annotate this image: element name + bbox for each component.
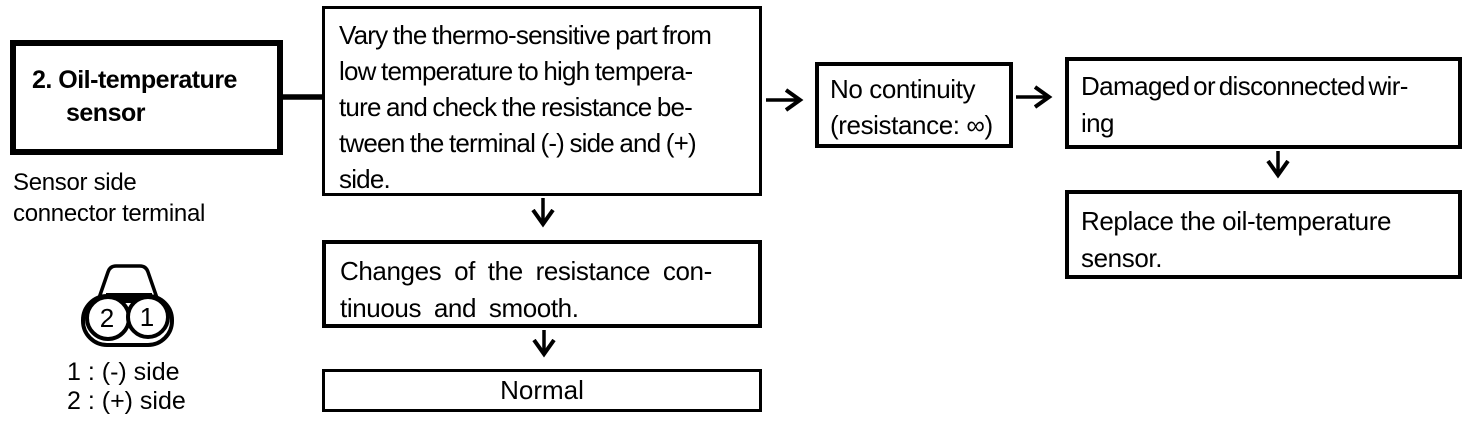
connector-pin-1-circle [126,295,170,339]
replace-sensor-box: Replace the oil-temperature sensor. [1065,190,1462,279]
component-title-box: 2. Oil-temperature sensor [10,40,283,155]
sensor-side-connector-note: Sensor side connector terminal [13,169,206,227]
connector-pin-2-label: 2 [100,303,114,333]
connector-keyway [106,293,152,303]
no-continuity-box: No continuity (resistance: ∞) [815,62,1013,148]
normal-result-box: Normal [322,369,762,412]
connector-pin-1-label: 1 [140,302,154,332]
connector-tab [97,264,159,299]
damaged-wiring-box: Damaged or disconnected wir- ing [1065,57,1462,149]
connector-pin-2-circle [85,295,131,341]
connector-body [81,294,174,347]
resistance-changes-box: Changes of the resistance con- tinuous a… [322,240,762,328]
connector-diagram: 2 1 [81,264,174,347]
test-instruction-box: Vary the thermo-sensitive part from low … [322,6,762,196]
pin-legend: 1 : (-) side 2 : (+) side [67,358,186,415]
